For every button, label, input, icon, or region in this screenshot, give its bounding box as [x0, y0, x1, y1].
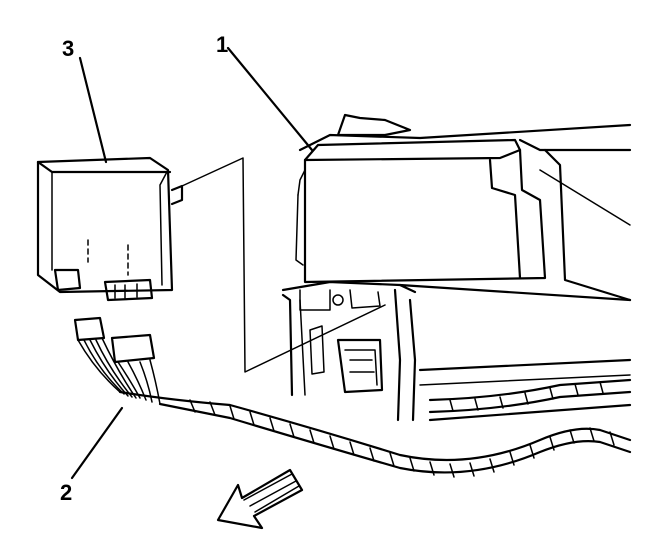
component-3-module — [36, 156, 184, 302]
callout-3-label: 3 — [62, 36, 74, 61]
component-2-harness — [73, 316, 632, 478]
forward-arrow-bottom — [216, 468, 304, 530]
forward-arrow-top — [336, 113, 412, 137]
vehicle-structure — [281, 123, 632, 422]
module-mount-leader — [181, 157, 386, 373]
callout-1-label: 1 — [216, 32, 228, 57]
callout-leaders — [70, 46, 314, 480]
component-1-housing — [295, 138, 547, 284]
callout-2-label: 2 — [60, 480, 72, 505]
